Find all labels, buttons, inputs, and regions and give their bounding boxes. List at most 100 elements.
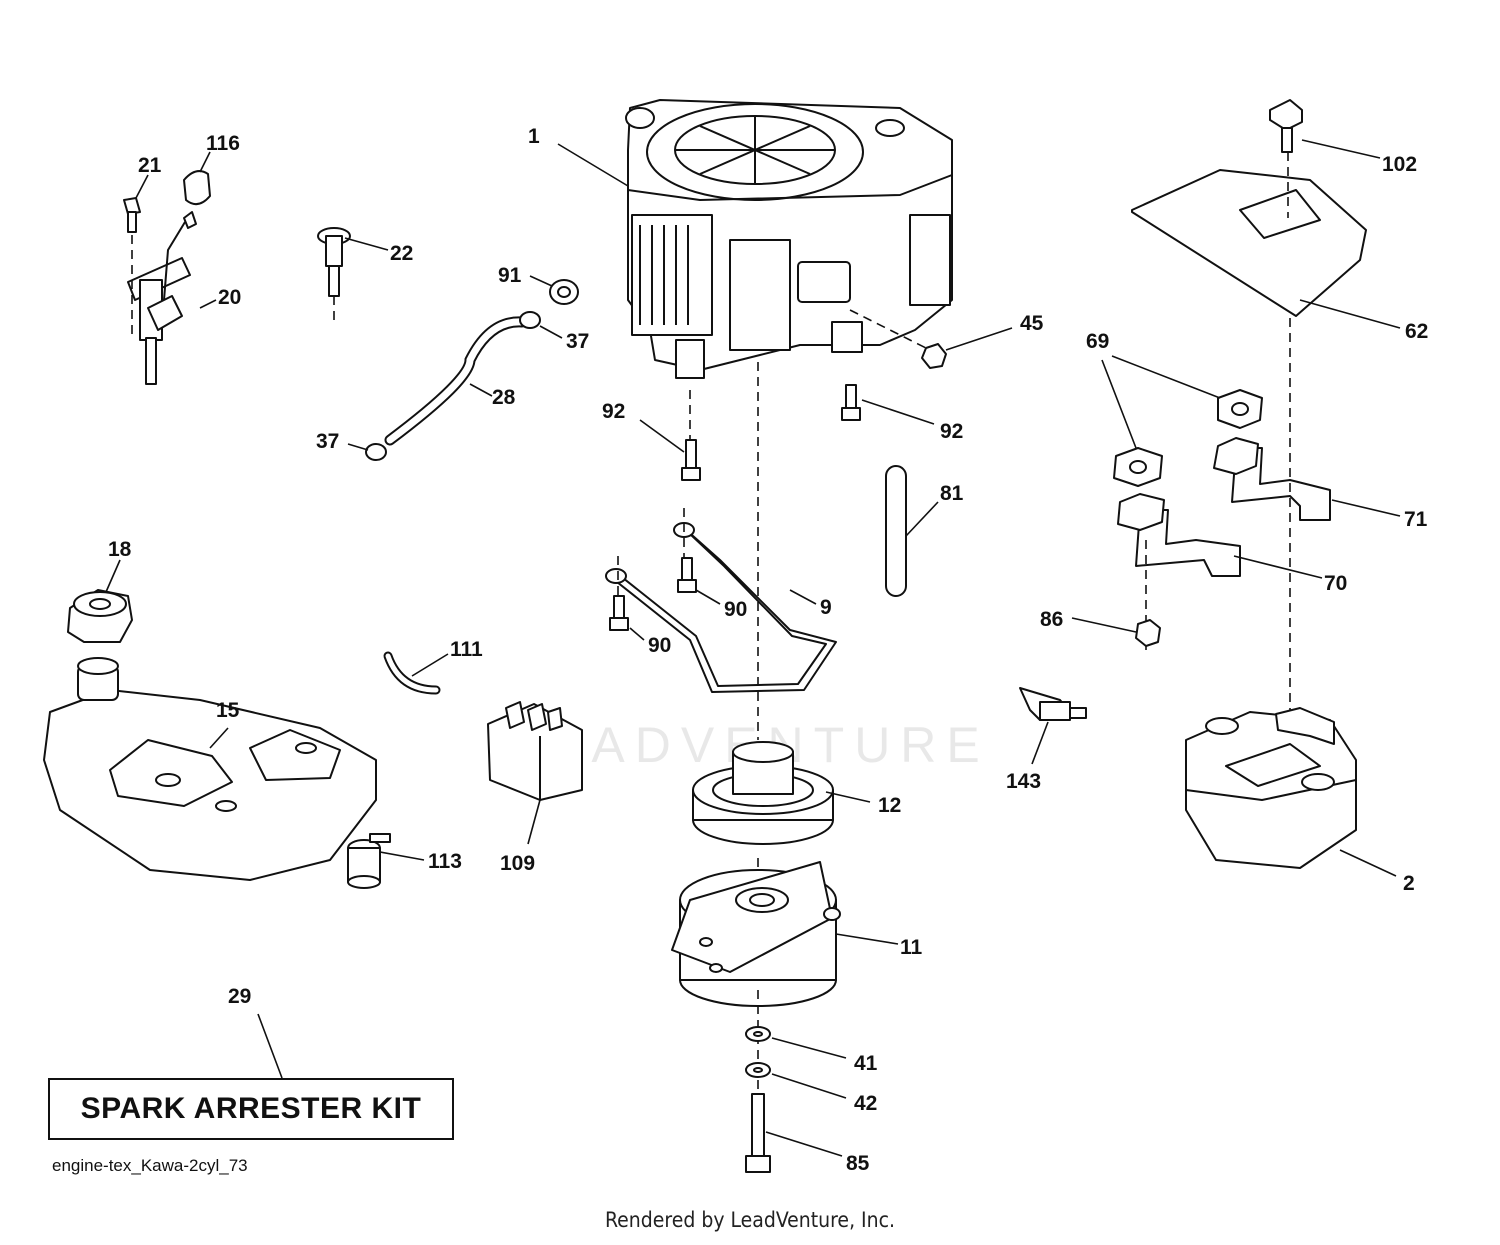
bolt-90-upper xyxy=(677,557,697,593)
gasket-69-lower xyxy=(1113,447,1163,487)
leader-91 xyxy=(529,275,553,287)
callout-109: 109 xyxy=(500,852,535,875)
washer-42 xyxy=(745,1062,771,1078)
knob-116 xyxy=(183,170,211,206)
footer-credit: Rendered by LeadVenture, Inc. xyxy=(605,1208,895,1232)
callout-90-upper: 90 xyxy=(724,598,747,621)
callout-70: 70 xyxy=(1324,572,1347,595)
callout-85: 85 xyxy=(846,1152,870,1175)
bolt-92-left xyxy=(681,439,701,481)
muffler-2 xyxy=(1185,707,1357,869)
callout-18: 18 xyxy=(108,538,132,561)
leader-37a xyxy=(539,325,563,339)
leader-143 xyxy=(1031,721,1049,765)
nut-45 xyxy=(921,343,947,369)
callout-92-left: 92 xyxy=(602,400,625,423)
callout-90-lower: 90 xyxy=(648,634,671,657)
callout-37-lower: 37 xyxy=(316,430,339,453)
bolt-92-right xyxy=(841,384,861,421)
leader-70 xyxy=(1233,555,1323,579)
callout-37-upper: 37 xyxy=(566,330,589,353)
bracket-9 xyxy=(605,522,837,693)
fuel-cap-18 xyxy=(67,589,133,643)
leader-2 xyxy=(1339,849,1397,877)
leader-12 xyxy=(825,791,871,803)
leader-62 xyxy=(1299,299,1401,329)
leader-71 xyxy=(1331,499,1401,517)
callout-21: 21 xyxy=(138,154,162,177)
sensor-143 xyxy=(1019,687,1087,721)
bolt-21 xyxy=(123,197,141,233)
exhaust-pipe-70 xyxy=(1117,493,1241,577)
spark-arrester-kit-label: SPARK ARRESTER KIT xyxy=(80,1092,422,1125)
callout-102: 102 xyxy=(1382,153,1417,176)
clamp-37-lower xyxy=(365,443,387,461)
leader-92b xyxy=(861,399,935,425)
leader-90b xyxy=(629,627,645,641)
leader-9 xyxy=(789,589,817,605)
leader-69a xyxy=(1101,359,1137,449)
callout-111: 111 xyxy=(450,638,483,661)
leader-69b xyxy=(1111,355,1221,399)
leader-21 xyxy=(135,174,149,199)
callout-45: 45 xyxy=(1020,312,1044,335)
callout-1: 1 xyxy=(528,125,540,148)
fuel-filter-91 xyxy=(549,279,579,305)
nut-86 xyxy=(1135,619,1161,647)
leader-42 xyxy=(771,1073,847,1099)
callout-92-right: 92 xyxy=(940,420,963,443)
callout-86: 86 xyxy=(1040,608,1063,631)
leader-11 xyxy=(835,933,899,945)
callout-11: 11 xyxy=(900,936,923,959)
callout-62: 62 xyxy=(1405,320,1428,343)
callout-20: 20 xyxy=(218,286,241,309)
leader-1 xyxy=(557,143,629,187)
washer-41 xyxy=(745,1026,771,1042)
callout-91: 91 xyxy=(498,264,522,287)
spark-arrester-kit-box: SPARK ARRESTER KIT xyxy=(48,1078,454,1140)
callout-12: 12 xyxy=(878,794,901,817)
leader-45 xyxy=(945,327,1013,351)
leader-92a xyxy=(639,419,685,453)
diagram-code: engine-tex_Kawa-2cyl_73 xyxy=(52,1156,248,1175)
leader-109 xyxy=(527,799,541,845)
bolt-90-lower xyxy=(609,595,629,631)
fitting-113 xyxy=(347,833,391,889)
leader-28 xyxy=(469,383,493,397)
leader-113 xyxy=(379,851,425,861)
heat-shield-62 xyxy=(1131,169,1367,317)
throttle-control-assembly xyxy=(127,211,197,385)
callout-41: 41 xyxy=(854,1052,878,1075)
callout-71: 71 xyxy=(1404,508,1428,531)
leader-29 xyxy=(257,1013,283,1079)
callout-28: 28 xyxy=(492,386,516,409)
leader-81 xyxy=(905,501,939,537)
clamp-37-upper xyxy=(519,311,541,329)
exhaust-pipe-71 xyxy=(1213,437,1331,521)
callout-9: 9 xyxy=(820,596,832,619)
callout-113: 113 xyxy=(428,850,462,873)
module-109 xyxy=(487,701,583,801)
leader-86 xyxy=(1071,617,1137,633)
gasket-69-upper xyxy=(1217,389,1263,429)
callout-143: 143 xyxy=(1006,770,1041,793)
leader-37b xyxy=(347,443,369,451)
callout-15: 15 xyxy=(216,699,240,722)
leader-85 xyxy=(765,1131,843,1157)
callout-2: 2 xyxy=(1403,872,1415,895)
leader-41 xyxy=(771,1037,847,1059)
leader-90a xyxy=(695,589,721,605)
engine xyxy=(625,99,953,379)
callout-22: 22 xyxy=(390,242,413,265)
clutch-11 xyxy=(671,861,841,1007)
callout-29: 29 xyxy=(228,985,251,1008)
screw-102 xyxy=(1269,99,1303,153)
leader-102 xyxy=(1301,139,1381,159)
tube-81 xyxy=(885,465,907,597)
pulley-12 xyxy=(692,741,834,845)
callout-116: 116 xyxy=(206,132,240,155)
callout-81: 81 xyxy=(940,482,964,505)
leader-15 xyxy=(209,727,229,749)
leader-18 xyxy=(105,559,121,593)
